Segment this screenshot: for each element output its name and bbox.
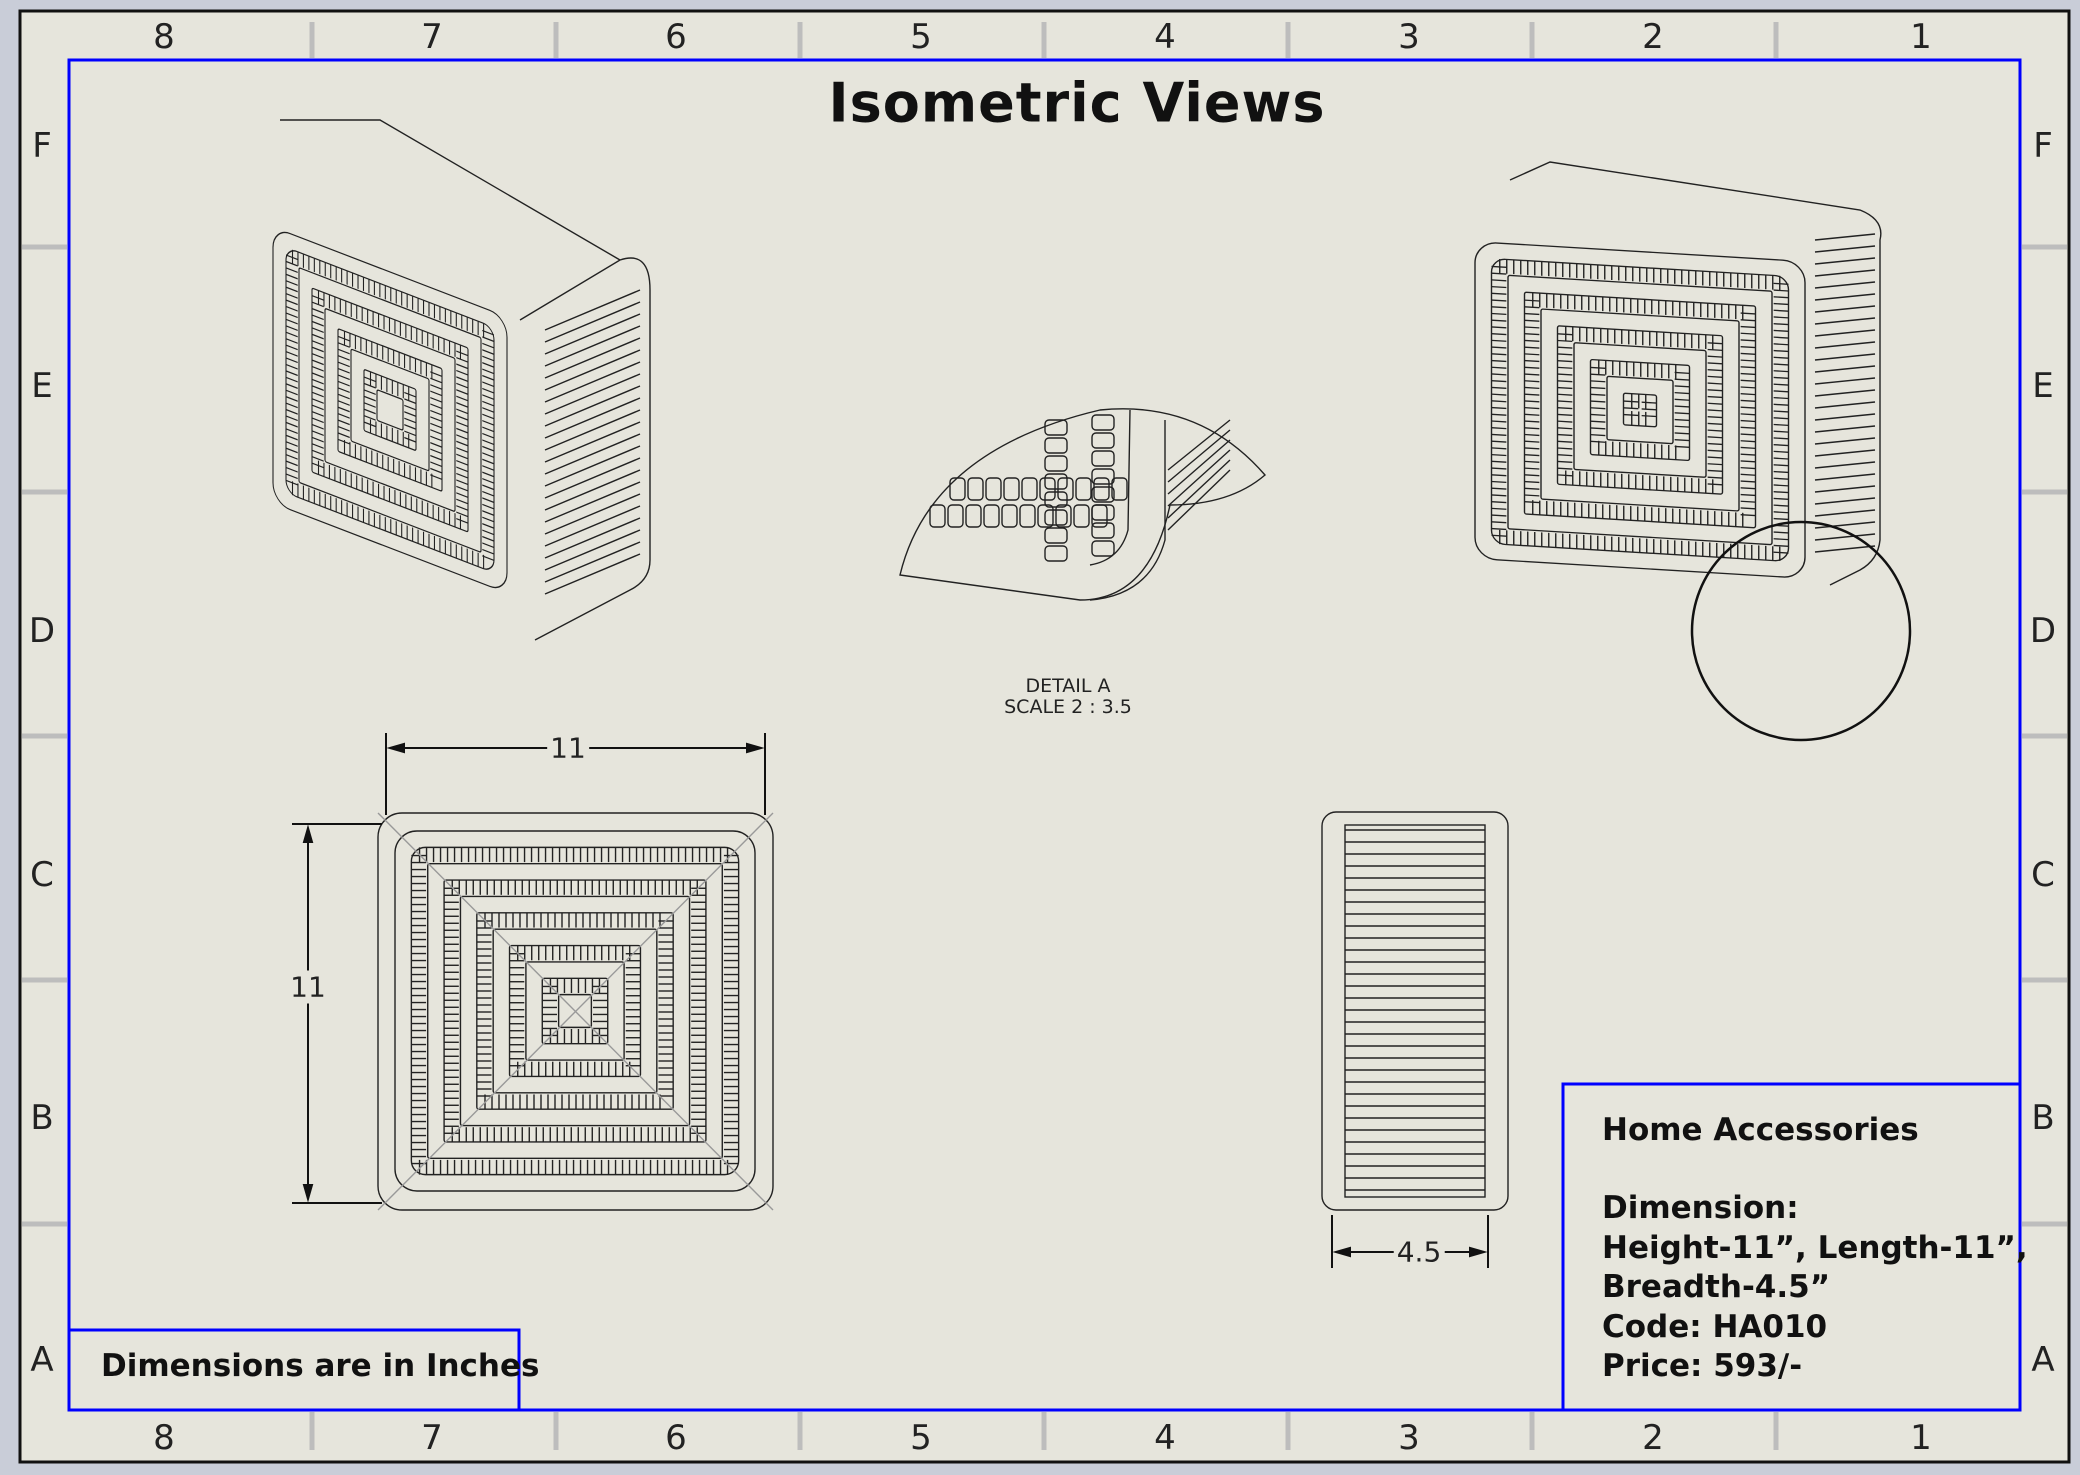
right-row-label: C xyxy=(2031,855,2055,895)
bottom-column-label: 6 xyxy=(665,1418,687,1458)
side-view xyxy=(1321,811,1509,1211)
detail-a-view xyxy=(899,408,1266,601)
dimension-front-width: 11 xyxy=(547,731,589,765)
title-block-code: Code: HA010 xyxy=(1602,1309,1828,1345)
title-block-dimension-line2: Breadth-4.5” xyxy=(1602,1269,1831,1305)
top-column-label: 7 xyxy=(421,17,443,57)
front-view xyxy=(377,812,774,1211)
bottom-column-label: 1 xyxy=(1910,1418,1932,1458)
top-column-label: 5 xyxy=(910,17,932,57)
drawing-border xyxy=(67,58,2022,1412)
bottom-column-label: 7 xyxy=(421,1418,443,1458)
bottom-column-label: 2 xyxy=(1642,1418,1664,1458)
detail-label: DETAIL A xyxy=(1025,675,1111,697)
detail-scale: SCALE 2 : 3.5 xyxy=(1004,696,1132,718)
page-title: Isometric Views xyxy=(828,71,1326,135)
top-column-label: 6 xyxy=(665,17,687,57)
right-row-label: A xyxy=(2031,1340,2055,1380)
top-column-label: 3 xyxy=(1398,17,1420,57)
units-note: Dimensions are in Inches xyxy=(101,1348,540,1384)
dimension-front-height: 11 xyxy=(287,970,329,1004)
title-block-box xyxy=(1561,1082,2022,1412)
left-row-label: D xyxy=(28,611,56,651)
right-row-label: D xyxy=(2029,611,2057,651)
title-block-dimension-label: Dimension: xyxy=(1602,1190,1799,1226)
isometric-view-right xyxy=(1474,161,1882,586)
zone-dividers xyxy=(22,22,2067,1450)
right-row-label: E xyxy=(2032,366,2054,406)
isometric-view-left xyxy=(272,119,651,641)
sheet-outer-border xyxy=(18,9,2071,1464)
dimension-side-width: 4.5 xyxy=(1393,1235,1445,1269)
title-block-price: Price: 593/- xyxy=(1602,1348,1803,1384)
title-block-product: Home Accessories xyxy=(1602,1112,1919,1148)
left-row-label: A xyxy=(30,1340,54,1380)
drawing-views xyxy=(272,119,1912,1268)
left-row-label: F xyxy=(32,126,52,166)
top-column-label: 4 xyxy=(1154,17,1176,57)
detail-circle xyxy=(1690,520,1912,742)
left-row-label: E xyxy=(31,366,53,406)
top-column-label: 2 xyxy=(1642,17,1664,57)
right-row-label: B xyxy=(2031,1098,2055,1138)
note-box xyxy=(67,1328,521,1412)
left-row-label: B xyxy=(30,1098,54,1138)
right-row-label: F xyxy=(2033,126,2053,166)
bottom-column-label: 4 xyxy=(1154,1418,1176,1458)
top-column-label: 8 xyxy=(153,17,175,57)
top-column-label: 1 xyxy=(1910,17,1932,57)
bottom-column-label: 3 xyxy=(1398,1418,1420,1458)
left-row-label: C xyxy=(30,855,54,895)
title-block-dimension-line1: Height-11”, Length-11”, xyxy=(1602,1230,2028,1266)
bottom-column-label: 8 xyxy=(153,1418,175,1458)
bottom-column-label: 5 xyxy=(910,1418,932,1458)
